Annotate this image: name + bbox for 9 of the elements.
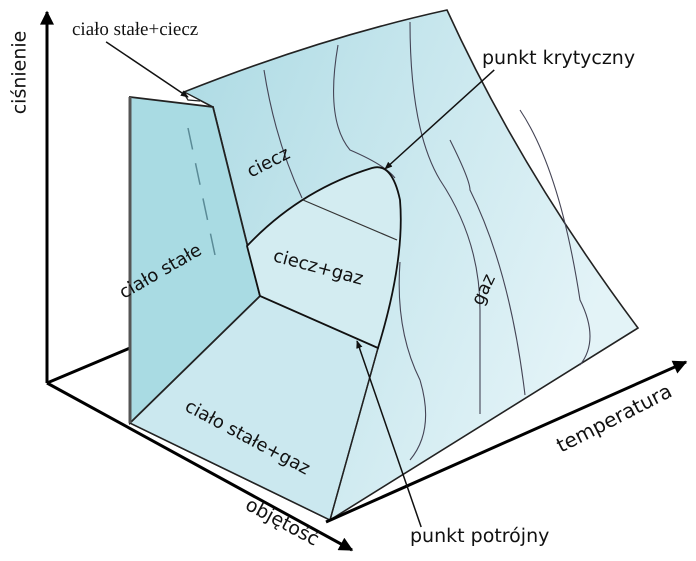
leader-arrow: [106, 41, 189, 98]
leader-arrow: [356, 340, 422, 528]
callout-label: punkt potrójny: [410, 526, 550, 547]
callout-label: punkt krytyczny: [482, 48, 636, 69]
axis-label: ciśnienie: [9, 30, 30, 114]
region-label: gaz: [468, 271, 500, 309]
region-label: ciało stałe: [116, 240, 205, 304]
callout-label: ciało stałe+ciecz: [72, 20, 198, 41]
region-label: ciecz: [243, 144, 293, 182]
